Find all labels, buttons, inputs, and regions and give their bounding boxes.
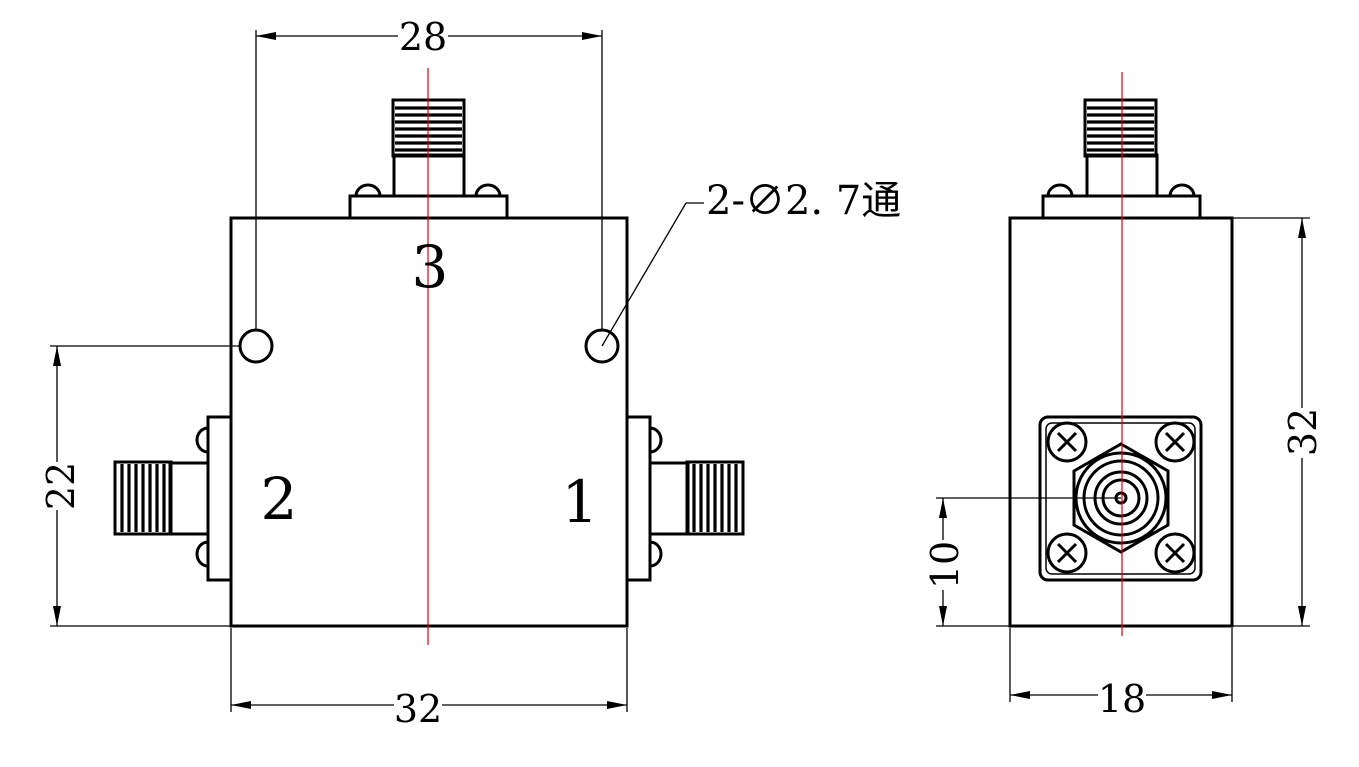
dimension-left: 22 [39,345,240,627]
port-3-label: 3 [412,233,449,301]
connector-right [625,415,745,582]
connector-left [113,415,233,582]
port-2-label: 2 [261,465,298,533]
side-body [1008,216,1234,628]
dimension-top: 28 [255,14,603,330]
dimension-port-offset: 10 [923,497,1121,627]
mounting-hole-left [238,328,274,364]
dimension-bottom: 32 [230,628,628,731]
dimension-side-width: 18 [1009,628,1233,721]
dim-port-offset: 10 [923,541,967,589]
port-1-label: 1 [562,468,599,536]
side-view: 32 18 10 [923,72,1325,721]
hole-callout: 2-∅2. 7通 [601,178,901,347]
dim-side-width: 18 [1098,677,1146,721]
dim-left-height: 22 [39,462,83,510]
screw-top-left-icon [1046,421,1088,463]
dim-top-width: 28 [399,15,447,59]
dimension-side-height: 32 [1232,217,1325,627]
dim-bottom-width: 32 [394,687,442,731]
hole-note: 2-∅2. 7通 [706,178,901,224]
screw-top-right-icon [1154,421,1196,463]
front-view: 3 2 1 28 32 [39,14,901,731]
screw-bottom-left-icon [1046,532,1088,574]
screw-bottom-right-icon [1154,532,1196,574]
dim-side-height: 32 [1281,408,1325,456]
